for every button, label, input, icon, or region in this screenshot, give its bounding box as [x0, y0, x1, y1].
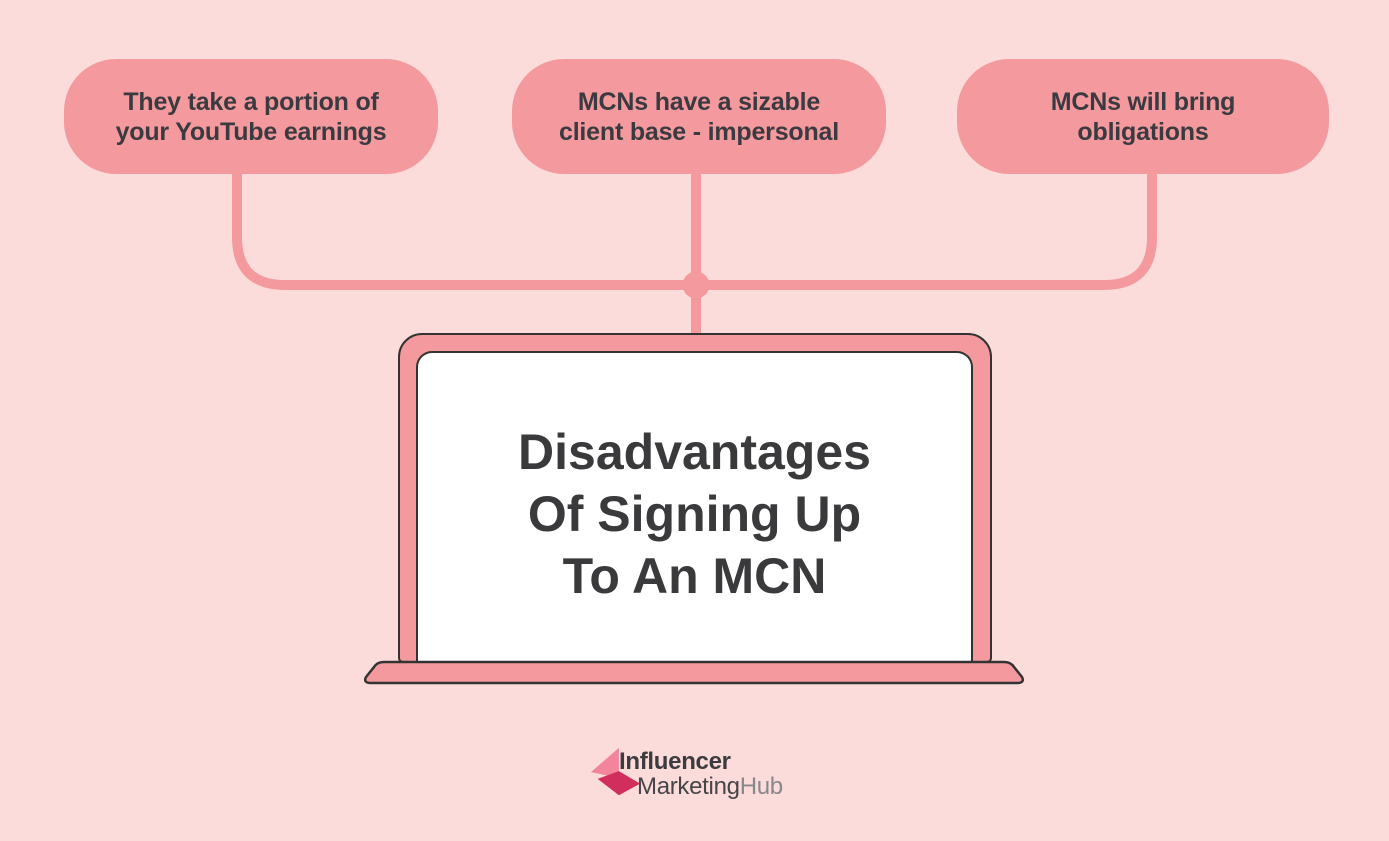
bubble-text-line: obligations	[1077, 117, 1209, 146]
bubble-text-line: They take a portion of	[123, 87, 379, 116]
brand-name-marketing: Marketing	[637, 773, 740, 800]
bubble-client-base: MCNs have a sizable client base - impers…	[512, 59, 886, 174]
connector-junction-dot	[682, 271, 710, 299]
page-title-line: Of Signing Up	[527, 486, 862, 542]
page-title-line: Disadvantages	[518, 424, 871, 480]
logo-icon-dark-fold	[597, 771, 641, 796]
bubble-text-line: your YouTube earnings	[115, 117, 387, 146]
brand-name-marketinghub: MarketingHub	[637, 773, 783, 801]
bubble-text-line: client base - impersonal	[558, 117, 839, 146]
bubble-take-portion: They take a portion of your YouTube earn…	[64, 59, 438, 174]
laptop-base-shape	[363, 660, 1025, 685]
left-arrow-fold-icon	[590, 747, 641, 796]
brand-name-hub: Hub	[739, 773, 783, 800]
bubble-obligations: MCNs will bring obligations	[957, 59, 1329, 174]
logo-icon-light-triangle	[590, 747, 619, 778]
page-title-line: To An MCN	[562, 548, 827, 604]
bubble-text-line: MCNs will bring	[1050, 87, 1236, 116]
brand-logo: Influencer MarketingHub	[585, 742, 815, 804]
laptop-screen: Disadvantages Of Signing Up To An MCN	[416, 351, 973, 663]
bubble-text-line: MCNs have a sizable	[577, 87, 821, 116]
brand-name-influencer: Influencer	[619, 748, 731, 775]
laptop-base	[363, 660, 1025, 685]
